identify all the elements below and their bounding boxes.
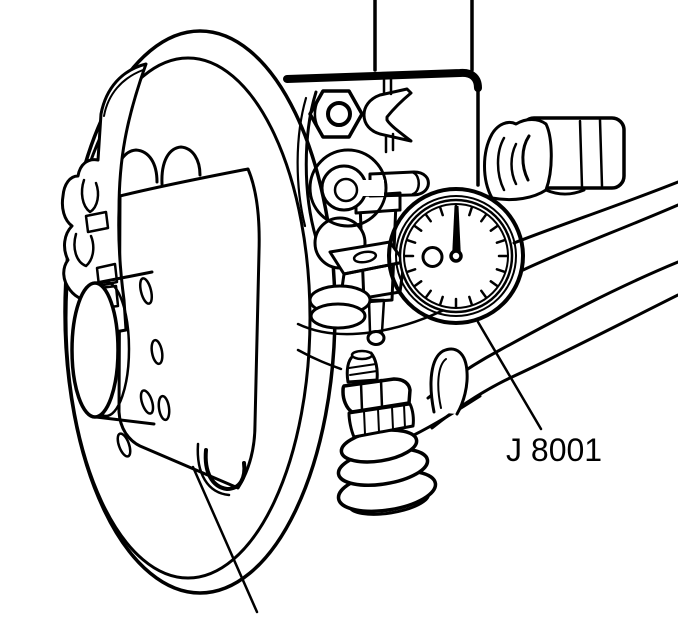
indicator-ticks xyxy=(403,203,509,309)
bracket-cutout xyxy=(80,178,100,214)
bracket-cutout xyxy=(73,232,95,268)
lower-control-arm xyxy=(410,180,678,438)
callout-label: J 8001 xyxy=(506,432,602,468)
steering-knuckle-arm xyxy=(296,305,452,371)
strut-bracket xyxy=(283,0,482,240)
control-arm-window xyxy=(429,347,469,416)
indicator-needle xyxy=(452,206,461,258)
steering-arm-edge xyxy=(191,465,259,614)
caliper-mounting-bracket xyxy=(60,62,148,334)
indicator-subdial xyxy=(421,246,444,268)
bracket-nut xyxy=(308,89,364,139)
retaining-clip xyxy=(362,77,413,154)
indicator-mount-rod xyxy=(368,170,430,198)
dial-indicator xyxy=(387,187,525,325)
bracket-boss-arch xyxy=(160,145,202,186)
callout: J 8001 xyxy=(476,320,602,468)
grease-cap xyxy=(70,270,156,426)
tie-rod-nut xyxy=(341,377,412,414)
hub-lower-notch xyxy=(191,442,259,614)
wheel-stud-slots xyxy=(116,277,171,458)
hub-flange xyxy=(112,145,261,490)
bracket-tab xyxy=(84,210,110,234)
axle-bushing xyxy=(483,116,626,202)
indicator-plunger xyxy=(367,298,386,334)
bracket-top-bar xyxy=(283,68,482,92)
clamp-knob-upper xyxy=(308,148,388,228)
leader-line xyxy=(476,320,543,431)
tie-rod-end xyxy=(336,349,438,516)
indicator-pivot xyxy=(449,249,463,263)
indicator-bezel xyxy=(387,187,525,325)
